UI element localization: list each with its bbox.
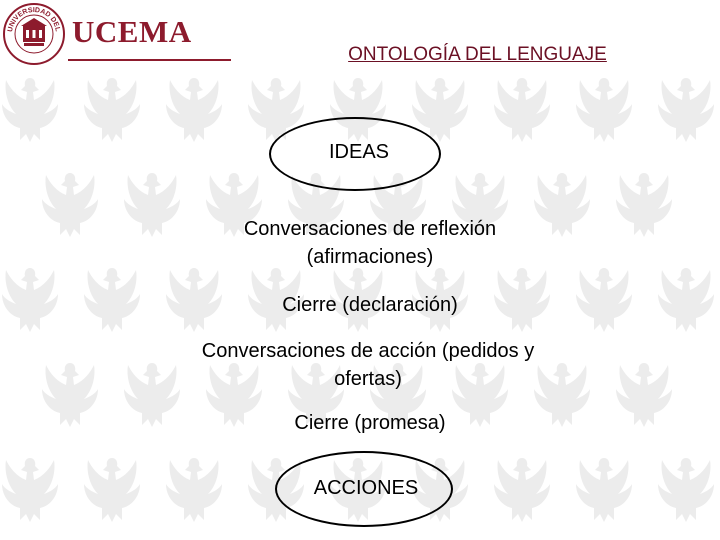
eagle-watermark-icon [658,268,714,332]
wordmark-underline [68,59,231,61]
ideas-label: IDEAS [328,141,390,163]
eagle-watermark-icon [658,458,714,522]
reflection-line-1: Conversaciones de reflexión [243,218,497,240]
eagle-watermark-icon [42,363,98,427]
reflection-line-2: (afirmaciones) [306,246,434,268]
page-title: ONTOLOGÍA DEL LENGUAJE [348,44,607,65]
action-line-2: ofertas) [334,368,402,390]
eagle-watermark-icon [166,458,222,522]
ideas-ellipse [269,117,441,191]
ucema-seal-icon: UNIVERSIDAD DEL CEMA [2,2,65,65]
eagle-watermark-icon [616,173,672,237]
eagle-watermark-icon [494,78,550,142]
closure-declaration: Cierre (declaración) [282,294,458,316]
eagle-watermark-icon [576,78,632,142]
eagle-watermark-icon [658,78,714,142]
eagle-watermark-icon [2,268,58,332]
eagle-watermark-icon [84,458,140,522]
eagle-watermark-icon [166,78,222,142]
eagle-watermark-icon [576,458,632,522]
eagle-watermark-icon [84,268,140,332]
closure-promise: Cierre (promesa) [294,412,446,434]
eagle-watermark-icon [616,363,672,427]
eagle-watermark-icon [2,458,58,522]
eagle-watermark-icon [84,78,140,142]
action-line-1: Conversaciones de acción (pedidos y [201,340,535,362]
ucema-wordmark: UCEMA [72,14,192,49]
eagle-watermark-icon [2,78,58,142]
acciones-label: ACCIONES [313,477,419,499]
acciones-ellipse [275,451,453,527]
eagle-watermark-icon [576,268,632,332]
eagle-watermark-icon [42,173,98,237]
ucema-logo[interactable]: UNIVERSIDAD DEL CEMA UCEMA [0,0,240,66]
eagle-watermark-icon [494,458,550,522]
